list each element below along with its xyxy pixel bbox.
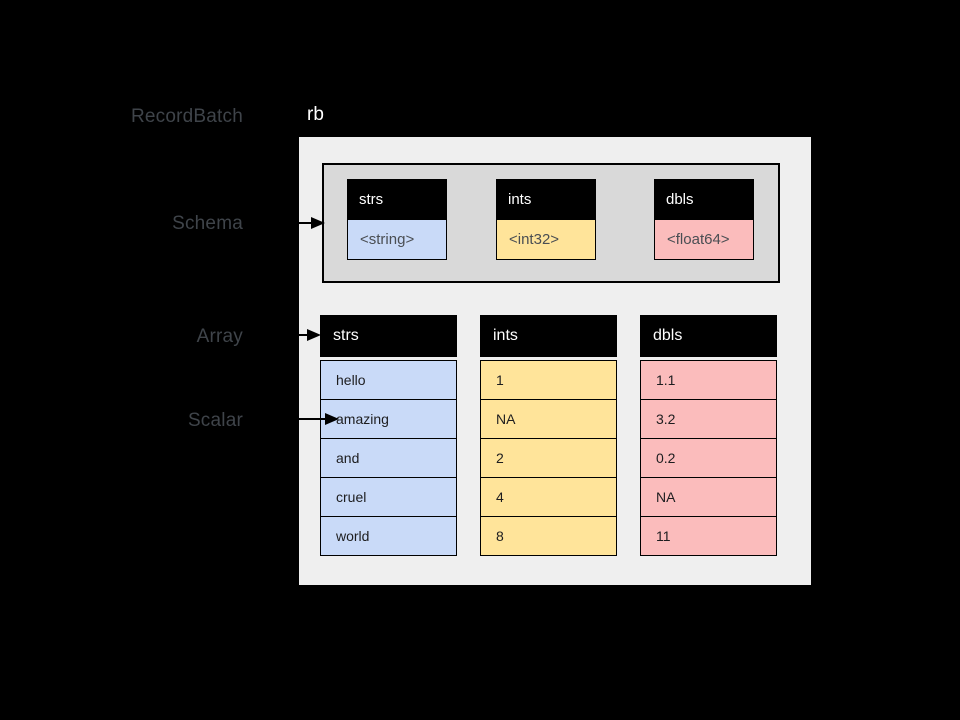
schema-field-name: dbls bbox=[654, 179, 754, 219]
array-cell: NA bbox=[480, 399, 617, 439]
schema-field-name: strs bbox=[347, 179, 447, 219]
array-cell: hello bbox=[320, 360, 457, 400]
array-cell: world bbox=[320, 516, 457, 556]
array-column-ints: ints 1 NA 2 4 8 bbox=[480, 315, 617, 556]
array-cell: NA bbox=[640, 477, 777, 517]
array-cell: 0.2 bbox=[640, 438, 777, 478]
array-cell: 1.1 bbox=[640, 360, 777, 400]
array-header: ints bbox=[480, 315, 617, 357]
recordbatch-panel: strs <string> ints <int32> dbls <float64… bbox=[299, 137, 811, 585]
label-recordbatch: RecordBatch bbox=[130, 106, 243, 127]
schema-field-type: <string> bbox=[347, 219, 447, 260]
array-cell: and bbox=[320, 438, 457, 478]
array-cell: 3.2 bbox=[640, 399, 777, 439]
schema-field-ints: ints <int32> bbox=[496, 179, 596, 260]
array-cell: cruel bbox=[320, 477, 457, 517]
schema-field-name: ints bbox=[496, 179, 596, 219]
array-cell: 1 bbox=[480, 360, 617, 400]
schema-box: strs <string> ints <int32> dbls <float64… bbox=[322, 163, 780, 283]
array-column-strs: strs hello amazing and cruel world bbox=[320, 315, 457, 556]
array-column-dbls: dbls 1.1 3.2 0.2 NA 11 bbox=[640, 315, 777, 556]
label-schema: Schema bbox=[172, 213, 243, 234]
schema-field-type: <float64> bbox=[654, 219, 754, 260]
array-cell: 4 bbox=[480, 477, 617, 517]
schema-field-dbls: dbls <float64> bbox=[654, 179, 754, 260]
array-cells: 1 NA 2 4 8 bbox=[480, 360, 617, 556]
array-cell: 11 bbox=[640, 516, 777, 556]
array-cell: 2 bbox=[480, 438, 617, 478]
array-header: dbls bbox=[640, 315, 777, 357]
rb-variable-label: rb bbox=[307, 104, 324, 125]
label-scalar: Scalar bbox=[187, 410, 243, 431]
array-cells: 1.1 3.2 0.2 NA 11 bbox=[640, 360, 777, 556]
array-cells: hello amazing and cruel world bbox=[320, 360, 457, 556]
array-cell: 8 bbox=[480, 516, 617, 556]
label-array: Array bbox=[196, 326, 243, 347]
array-cell: amazing bbox=[320, 399, 457, 439]
schema-field-type: <int32> bbox=[496, 219, 596, 260]
schema-field-strs: strs <string> bbox=[347, 179, 447, 260]
array-header: strs bbox=[320, 315, 457, 357]
